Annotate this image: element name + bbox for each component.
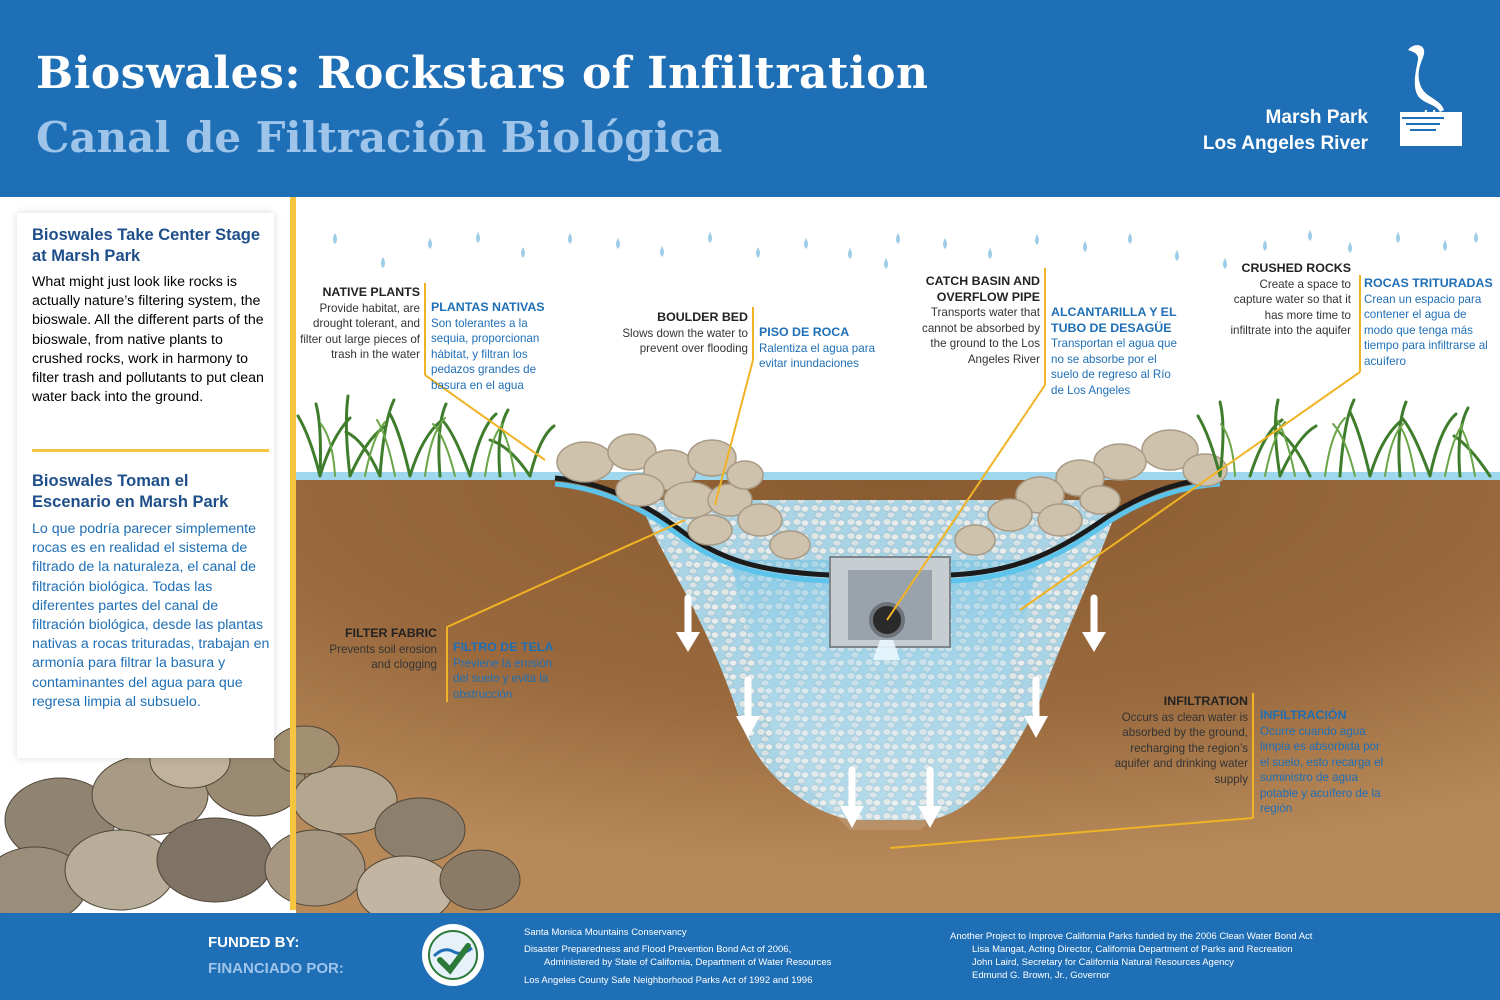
label-text: Ralentiza el agua para evitar inundacion…	[759, 341, 876, 371]
label-text: Transportan el agua que no se absorbe po…	[1051, 337, 1177, 397]
filter-fabric-liner	[554, 475, 1221, 578]
heron-logo-icon	[1400, 45, 1462, 146]
label-piso-de-roca: PISO DE ROCA Ralentiza el agua para evit…	[759, 325, 889, 372]
label-text: Ocurre cuando agua limpia es absorbida p…	[1260, 724, 1384, 816]
label-title: NATIVE PLANTS	[322, 285, 420, 299]
credit-line: Edmund G. Brown, Jr., Governor	[972, 970, 1110, 981]
label-text: Previene la erosión del suelo y evita la…	[453, 656, 553, 701]
info-panel: Bioswales Take Center Stage at Marsh Par…	[17, 213, 274, 758]
funder-line: Santa Monica Mountains Conservancy	[524, 927, 687, 938]
page-title-spanish: Canal de Filtración Biológica	[36, 113, 723, 162]
label-text: Crean un espacio para contener el agua d…	[1364, 292, 1488, 368]
label-text: Prevents soil erosion and clogging	[329, 642, 437, 672]
page-title: Bioswales: Rockstars of Infiltration	[36, 48, 929, 99]
credit-line: Lisa Mangat, Acting Director, California…	[972, 944, 1293, 955]
label-rocas-trituradas: ROCAS TRITURADAS Crean un espacio para c…	[1364, 276, 1494, 369]
label-title: ROCAS TRITURADAS	[1364, 276, 1493, 290]
water-bond-seal-icon	[422, 924, 484, 986]
location-river: Los Angeles River	[1202, 133, 1368, 154]
label-title: FILTER FABRIC	[344, 626, 437, 640]
label-title: ALCANTARILLA Y EL TUBO DE DESAGÜE	[1051, 305, 1177, 335]
location-park: Marsh Park	[1265, 107, 1368, 128]
native-plants	[296, 394, 1492, 478]
label-title: CRUSHED ROCKS	[1241, 261, 1351, 275]
label-catch-basin: CATCH BASIN AND OVERFLOW PIPE Transports…	[910, 274, 1040, 367]
label-infiltration: INFILTRATION Occurs as clean water is ab…	[1112, 694, 1248, 787]
funded-by-label-spanish: FINANCIADO POR:	[208, 960, 344, 977]
label-alcantarilla: ALCANTARILLA Y EL TUBO DE DESAGÜE Transp…	[1051, 305, 1181, 398]
funder-line: Administered by State of California, Dep…	[544, 957, 832, 968]
label-boulder-bed: BOULDER BED Slows down the water to prev…	[610, 310, 748, 357]
label-crushed-rocks: CRUSHED ROCKS Create a space to capture …	[1222, 261, 1351, 339]
label-filter-fabric: FILTER FABRIC Prevents soil erosion and …	[320, 626, 437, 673]
label-title: PLANTAS NATIVAS	[431, 300, 545, 314]
funder-line: Disaster Preparedness and Flood Preventi…	[524, 944, 792, 955]
accent-rule	[290, 197, 296, 910]
label-filtro-de-tela: FILTRO DE TELA Previene la erosión del s…	[453, 640, 563, 702]
label-title: BOULDER BED	[657, 310, 748, 324]
panel-heading-en: Bioswales Take Center Stage at Marsh Par…	[32, 226, 261, 265]
funded-by-label: FUNDED BY:	[208, 934, 300, 951]
label-text: Create a space to capture water so that …	[1230, 277, 1351, 338]
panel-body-en: What might just look like rocks is actua…	[32, 274, 264, 406]
label-title: INFILTRACIÓN	[1260, 708, 1347, 722]
label-title: INFILTRATION	[1163, 694, 1248, 708]
rain-drops	[333, 230, 1478, 269]
infiltration-arrows	[676, 594, 1106, 828]
label-title: CATCH BASIN AND OVERFLOW PIPE	[925, 274, 1040, 304]
footer-banner	[0, 913, 1500, 1000]
panel-body-es: Lo que podría parecer simplemente rocas …	[32, 521, 270, 710]
funder-line: Los Angeles County Safe Neighborhood Par…	[524, 975, 813, 986]
panel-divider	[32, 449, 269, 452]
label-plantas-nativas: PLANTAS NATIVAS Son tolerantes a la sequ…	[431, 300, 567, 393]
infiltration-glow	[730, 560, 1040, 830]
label-text: Slows down the water to prevent over flo…	[622, 326, 748, 356]
funders-list: Santa Monica Mountains Conservancy Disas…	[524, 926, 831, 987]
panel-heading-es: Bioswales Toman el Escenario en Marsh Pa…	[32, 472, 229, 511]
label-title: PISO DE ROCA	[759, 325, 850, 339]
label-native-plants: NATIVE PLANTS Provide habitat, are droug…	[296, 285, 420, 363]
label-infiltracion: INFILTRACIÓN Ocurre cuando agua limpia e…	[1260, 708, 1385, 817]
leader-lines	[424, 268, 1361, 849]
credit-line: Another Project to Improve California Pa…	[950, 931, 1313, 942]
foreground-rocks	[0, 725, 521, 925]
credits-list: Another Project to Improve California Pa…	[950, 930, 1312, 982]
label-text: Son tolerantes a la sequia, proporcionan…	[431, 316, 540, 392]
label-title: FILTRO DE TELA	[453, 640, 554, 654]
label-text: Occurs as clean water is absorbed by the…	[1114, 710, 1248, 786]
ground-surface	[296, 472, 1500, 480]
label-text: Provide habitat, are drought tolerant, a…	[300, 301, 420, 362]
credit-line: John Laird, Secretary for California Nat…	[972, 957, 1234, 968]
location-block: Marsh Park Los Angeles River	[1203, 105, 1368, 157]
label-text: Transports water that cannot be absorbed…	[922, 306, 1040, 366]
header-banner	[0, 0, 1500, 197]
